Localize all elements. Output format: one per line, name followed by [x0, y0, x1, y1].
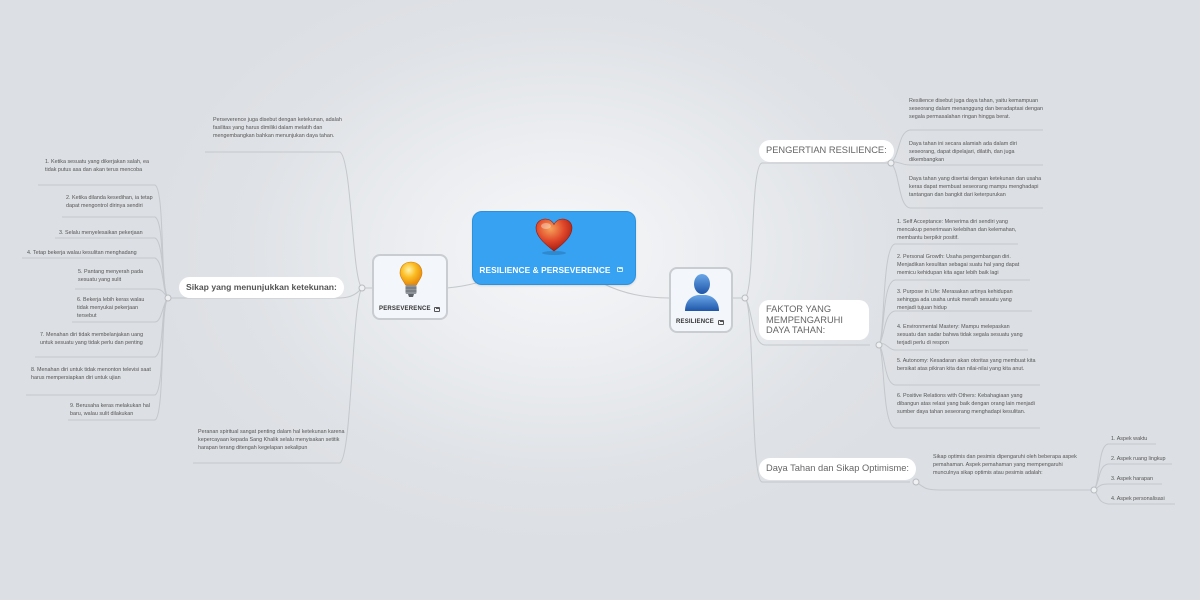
definition-item[interactable]: Resilience disebut juga daya tahan, yait… — [909, 98, 1043, 120]
attitude-item[interactable]: 1. Ketika sesuatu yang dikerjakan salah,… — [45, 159, 149, 173]
root-label: RESILIENCE & PERSEVERENCE — [479, 265, 611, 275]
attitudes-topic[interactable]: Sikap yang menunjukkan ketekunan: — [179, 277, 344, 298]
factor-item[interactable]: 1. Self Acceptance: Menerima diri sendir… — [897, 219, 1017, 241]
optimism-topic[interactable]: Daya Tahan dan Sikap Optimisme: — [759, 458, 916, 480]
perseverence-node[interactable]: PERSEVERENCE — [372, 254, 448, 320]
attitude-item[interactable]: 4. Tetap bekerja walau kesulitan menghad… — [27, 250, 137, 256]
person-icon — [685, 274, 719, 311]
perseverence-definition[interactable]: Perseverence juga disebut dengan ketekun… — [213, 117, 342, 139]
lightbulb-icon — [399, 261, 423, 297]
attitude-item[interactable]: 9. Berusaha keras melakukan hal baru, wa… — [70, 403, 151, 417]
heart-icon — [535, 218, 573, 255]
attitude-item[interactable]: 3. Selalu menyelesaikan pekerjaan — [59, 230, 143, 236]
resilience-node[interactable]: RESILIENCE — [669, 267, 733, 333]
image-icon[interactable] — [434, 307, 440, 312]
definition-item[interactable]: Daya tahan ini secara alamiah ada dalam … — [909, 141, 1017, 163]
factor-item[interactable]: 6. Positive Relations with Others: Kebah… — [897, 393, 1035, 415]
definition-item[interactable]: Daya tahan yang disertai dengan ketekuna… — [909, 176, 1042, 198]
attitude-item[interactable]: 6. Bekerja lebih keras walau tidak menyu… — [77, 297, 145, 319]
factor-item[interactable]: 2. Personal Growth: Usaha pengembangan d… — [897, 254, 1020, 276]
spiritual-note[interactable]: Peranan spiritual sangat penting dalam h… — [198, 429, 345, 451]
aspect-item[interactable]: 2. Aspek ruang lingkup — [1111, 456, 1166, 462]
attitude-item[interactable]: 8. Menahan diri untuk tidak menonton tel… — [31, 367, 151, 381]
attitude-item[interactable]: 7. Menahan diri tidak membelanjakan uang… — [40, 332, 144, 346]
optimism-note[interactable]: Sikap optimis dan pesimis dipengaruhi ol… — [933, 454, 1077, 476]
factors-topic[interactable]: FAKTOR YANG MEMPENGARUHI DAYA TAHAN: — [759, 300, 869, 340]
root-node[interactable]: RESILIENCE & PERSEVERENCE — [472, 211, 636, 285]
image-icon[interactable] — [617, 267, 623, 272]
factor-item[interactable]: 5. Autonomy: Kesadaran akan otoritas yan… — [897, 358, 1036, 372]
attitude-item[interactable]: 2. Ketika dilanda kesedihan, ia tetap da… — [66, 195, 153, 209]
aspect-item[interactable]: 4. Aspek personalisasi — [1111, 496, 1165, 502]
aspect-item[interactable]: 3. Aspek harapan — [1111, 476, 1153, 482]
image-icon[interactable] — [718, 320, 724, 325]
factor-item[interactable]: 4. Environmental Mastery: Mampu melepask… — [897, 324, 1023, 346]
aspect-item[interactable]: 1. Aspek waktu — [1111, 436, 1148, 442]
definition-topic[interactable]: PENGERTIAN RESILIENCE: — [759, 140, 894, 162]
resilience-label: RESILIENCE — [676, 319, 715, 325]
factor-item[interactable]: 3. Purpose in Life: Merasakan artinya ke… — [897, 289, 1013, 311]
attitude-item[interactable]: 5. Pantang menyerah pada sesuatu yang su… — [78, 269, 144, 283]
perseverence-label: PERSEVERENCE — [379, 306, 431, 312]
